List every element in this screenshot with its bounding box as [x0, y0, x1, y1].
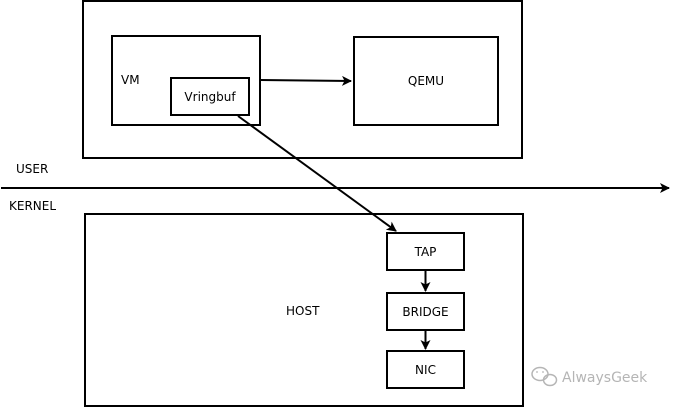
tap-box — [386, 232, 465, 271]
vm-label: VM — [121, 73, 140, 87]
nic-label: NIC — [415, 363, 436, 377]
vringbuf-label: Vringbuf — [184, 90, 236, 104]
kernel-label: KERNEL — [9, 199, 56, 213]
qemu-box — [353, 36, 499, 126]
bridge-label: BRIDGE — [402, 305, 448, 319]
bridge-box — [386, 292, 465, 331]
user-label: USER — [16, 162, 48, 176]
host-label: HOST — [286, 304, 320, 318]
nic-box — [386, 350, 465, 389]
vringbuf-box — [170, 77, 250, 116]
vringbuf-to-tap-arrow — [237, 115, 397, 232]
watermark-text: AlwaysGeek — [562, 370, 648, 386]
tap-label: TAP — [414, 245, 437, 259]
wechat-icon — [531, 366, 558, 387]
vm-to-qemu-arrow — [259, 75, 352, 86]
qemu-label: QEMU — [408, 74, 444, 88]
watermark: AlwaysGeek — [531, 366, 648, 387]
